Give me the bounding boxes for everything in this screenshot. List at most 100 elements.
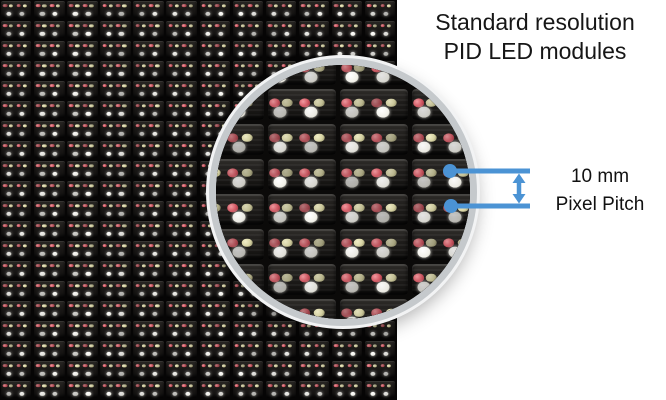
led-khaki <box>122 363 127 368</box>
led-khaki <box>56 363 61 368</box>
led-red <box>380 3 386 8</box>
led-white <box>345 141 359 153</box>
led-khaki <box>353 43 359 48</box>
led-white <box>118 171 125 176</box>
led-red <box>69 343 74 348</box>
led-red <box>215 323 220 328</box>
led-pixel-cell <box>100 141 131 159</box>
led-white <box>72 311 79 316</box>
led-red <box>49 223 55 228</box>
led-white <box>52 231 58 236</box>
led-red <box>314 43 319 48</box>
led-red <box>168 303 173 308</box>
led-red <box>115 203 121 208</box>
led-white <box>304 331 310 336</box>
led-pixel-cell <box>298 381 330 399</box>
led-khaki <box>42 243 47 248</box>
magnified-led-pixel-cell <box>339 123 408 155</box>
led-red <box>371 65 383 73</box>
pitch-bottom-led-marker <box>444 199 458 213</box>
led-red <box>115 123 121 128</box>
led-khaki <box>9 243 14 248</box>
led-khaki <box>242 168 253 177</box>
led-red <box>135 63 140 68</box>
led-red <box>366 383 372 388</box>
led-red <box>201 203 207 208</box>
led-khaki <box>9 183 14 188</box>
led-white <box>317 51 323 56</box>
led-khaki <box>122 163 127 168</box>
led-red <box>148 43 154 48</box>
led-red <box>333 43 339 48</box>
led-khaki <box>240 323 245 328</box>
led-red <box>267 383 273 388</box>
led-white <box>232 71 246 83</box>
led-pixel-cell <box>265 341 297 359</box>
led-khaki <box>207 263 212 268</box>
led-white <box>304 51 310 56</box>
led-khaki <box>75 83 80 88</box>
magnified-led-pixel-cell <box>411 65 470 85</box>
led-white <box>85 291 91 296</box>
led-khaki <box>314 203 325 212</box>
led-white <box>151 191 158 196</box>
led-red <box>234 363 240 368</box>
led-khaki <box>89 163 94 168</box>
led-khaki <box>23 223 28 228</box>
led-khaki <box>42 303 47 308</box>
led-red <box>248 3 253 8</box>
led-khaki <box>353 363 359 368</box>
led-red <box>69 143 74 148</box>
led-white <box>151 91 158 96</box>
led-white <box>139 251 145 256</box>
led-white <box>19 331 25 336</box>
led-khaki <box>122 123 127 128</box>
led-khaki <box>75 203 80 208</box>
led-khaki <box>122 63 127 68</box>
pixel-pitch-dimension-arrow <box>443 164 530 213</box>
led-khaki <box>122 183 127 188</box>
led-red <box>49 3 55 8</box>
led-pixel-cell <box>166 221 197 239</box>
led-pixel-cell <box>364 361 396 379</box>
led-pixel-cell <box>67 1 98 19</box>
led-white <box>205 131 211 136</box>
led-white <box>151 171 158 176</box>
led-white <box>139 211 145 216</box>
led-white <box>139 391 145 396</box>
led-red <box>299 97 311 108</box>
led-white <box>72 31 79 36</box>
led-khaki <box>425 98 437 107</box>
led-red <box>102 143 107 148</box>
led-khaki <box>108 123 113 128</box>
led-white <box>232 316 246 319</box>
led-red <box>135 303 140 308</box>
led-khaki <box>386 133 397 142</box>
led-khaki <box>240 363 245 368</box>
led-red <box>49 163 55 168</box>
led-pixel-cell <box>100 121 131 139</box>
led-red <box>148 163 154 168</box>
led-red <box>102 163 107 168</box>
led-red <box>16 43 22 48</box>
led-khaki <box>353 98 365 107</box>
led-red <box>102 63 107 68</box>
led-white <box>72 291 79 296</box>
led-khaki <box>23 323 28 328</box>
magnified-led-pixel-cell <box>339 298 408 319</box>
led-red <box>36 103 41 108</box>
led-khaki <box>174 103 179 108</box>
led-pixel-cell <box>166 321 197 339</box>
led-red <box>69 323 74 328</box>
led-pixel-cell <box>133 61 164 79</box>
led-white <box>105 91 112 96</box>
pitch-top-led-marker <box>443 164 457 178</box>
led-white <box>376 106 390 118</box>
led-white <box>172 71 178 76</box>
led-khaki <box>425 308 437 317</box>
title-line-2: PID LED modules <box>443 38 627 64</box>
led-khaki <box>122 203 127 208</box>
led-khaki <box>141 343 146 348</box>
led-khaki <box>9 223 14 228</box>
